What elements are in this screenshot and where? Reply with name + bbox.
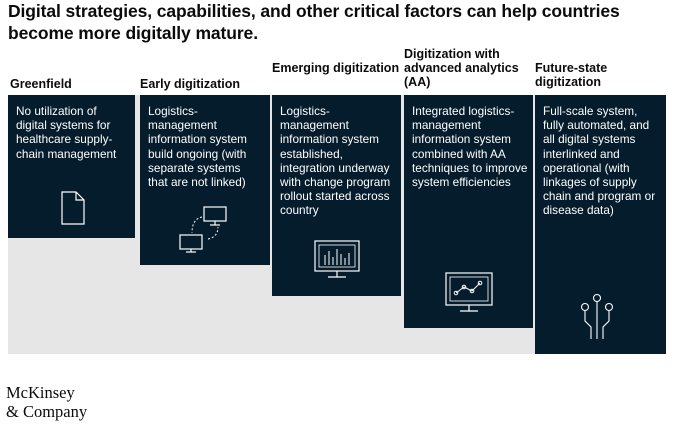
logo-line-2: & Company: [6, 402, 88, 421]
document-icon: [61, 191, 85, 225]
stage-card-early-digitization: Logistics-management information system …: [140, 95, 270, 265]
stage-description: Full-scale system, fully automated, and …: [543, 104, 656, 218]
stage-card-digitization-with-aa: Integrated logistics-management informat…: [404, 95, 533, 328]
monitor-bar-chart-icon: [314, 240, 360, 278]
stage-description: Logistics-management information system …: [148, 104, 247, 190]
logo-line-1: McKinsey: [6, 383, 75, 402]
monitor-line-chart-icon: [445, 272, 493, 312]
stage-description: No utilization of digital systems for he…: [16, 104, 117, 161]
stage-description: Integrated logistics-management informat…: [412, 104, 528, 190]
page-title: Digital strategies, capabilities, and ot…: [8, 1, 620, 43]
stage-label-early-digitization: Early digitization: [140, 77, 241, 91]
separate-computers-icon: [179, 206, 227, 253]
mckinsey-logo: McKinsey & Company: [6, 383, 87, 421]
stage-card-emerging-digitization: Logistics-management information system …: [272, 95, 401, 296]
stage-description: Logistics-management information system …: [280, 104, 391, 218]
stage-label-future-state-digitization: Future-state digitization: [535, 61, 608, 89]
circuit-nodes-icon: [580, 293, 614, 339]
stage-label-greenfield: Greenfield: [10, 77, 72, 91]
stage-card-greenfield: No utilization of digital systems for he…: [8, 95, 135, 238]
stage-label-emerging-digitization: Emerging digitization: [272, 61, 400, 75]
stage-label-digitization-with-aa: Digitization with advanced analytics (AA…: [404, 47, 519, 89]
stage-card-future-state-digitization: Full-scale system, fully automated, and …: [535, 95, 666, 354]
